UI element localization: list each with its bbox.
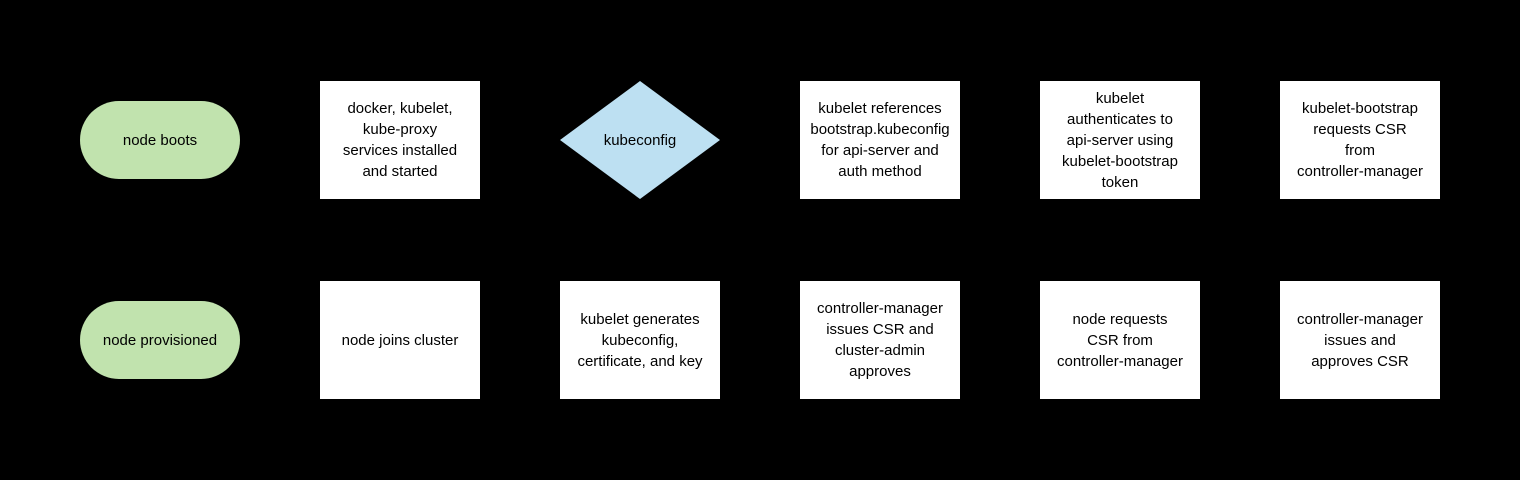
kubelet-generates-label: kubelet generates kubeconfig, certificat… — [577, 310, 703, 370]
node-requests-csr-label: node requests CSR from controller-manage… — [1057, 310, 1183, 370]
node-joins-cluster-label: node joins cluster — [341, 331, 459, 349]
process-node-joins-cluster: node joins cluster — [320, 281, 480, 399]
kubelet-authenticates-label: kubelet authenticates to api-server usin… — [1062, 89, 1178, 191]
services-installed-label: docker, kubelet, kube-proxy services ins… — [342, 100, 458, 180]
process-cm-issues-csr-admin-approves: controller-manager issues CSR and cluste… — [800, 281, 960, 399]
kubeconfig-decision-label: kubeconfig — [603, 131, 677, 149]
terminal-node-boots: node boots — [80, 101, 240, 179]
terminal-node-provisioned: node provisioned — [80, 301, 240, 379]
process-node-requests-csr: node requests CSR from controller-manage… — [1040, 281, 1200, 399]
cm-issues-and-approves-csr-label: controller-manager issues and approves C… — [1297, 310, 1423, 370]
kubelet-references-label: kubelet references bootstrap.kubeconfig … — [810, 100, 950, 180]
process-kubelet-references-bootstrap-kubeconfig: kubelet references bootstrap.kubeconfig … — [800, 81, 960, 199]
process-bootstrap-requests-csr: kubelet-bootstrap requests CSR from cont… — [1280, 81, 1440, 199]
node-provisioned-label: node provisioned — [102, 331, 218, 349]
bootstrap-requests-csr-label: kubelet-bootstrap requests CSR from cont… — [1297, 100, 1423, 180]
node-boots-label: node boots — [122, 131, 198, 149]
decision-kubeconfig: kubeconfig — [560, 81, 720, 199]
cm-issues-csr-admin-approves-label: controller-manager issues CSR and cluste… — [817, 300, 943, 380]
process-services-installed: docker, kubelet, kube-proxy services ins… — [320, 81, 480, 199]
process-kubelet-generates: kubelet generates kubeconfig, certificat… — [560, 281, 720, 399]
process-cm-issues-and-approves-csr: controller-manager issues and approves C… — [1280, 281, 1440, 399]
process-kubelet-authenticates: kubelet authenticates to api-server usin… — [1040, 81, 1200, 199]
